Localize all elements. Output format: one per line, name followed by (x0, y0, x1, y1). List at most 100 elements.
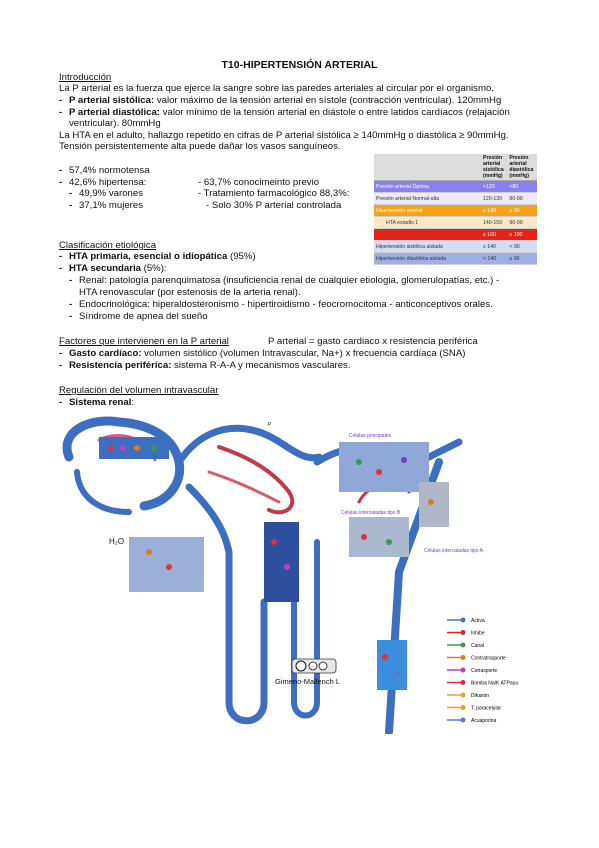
resistencia-item: -Resistencia periférica: sistema R-A-A y… (59, 360, 351, 371)
proximal-cell-detail (129, 537, 204, 592)
formula: P arterial = gasto cardiaco x resistenci… (268, 336, 478, 347)
table-cell: ≥ 140 (481, 240, 508, 253)
henle-cell (264, 522, 299, 602)
gasto-cardiaco-item: -Gasto cardíaco: volumen sistólico (volu… (59, 348, 466, 359)
legend-marker (460, 642, 466, 648)
table-cell: Presión arterial Óptima (374, 180, 481, 193)
legend-item: Cotrasporte (447, 667, 497, 674)
table-cell: ≥ 160 (481, 228, 508, 241)
table-cell: ≥ 100 (507, 228, 537, 241)
table-cell: <80 (507, 180, 537, 193)
legend-label: Contratrasporte (471, 656, 506, 662)
diastolica-text-cont: ventricular). 80mmHg (69, 118, 161, 129)
legend-marker (460, 705, 466, 710)
stat-normotensa: -57,4% normotensa (59, 165, 150, 176)
factores-heading: Factores que intervienen en la P arteria… (59, 336, 229, 347)
intro-line: La P arterial es la fuerza que ejerce la… (59, 83, 494, 94)
stat-varones: -49,9% varones (69, 188, 143, 199)
table-cell: Hipertensión diastólica aislada (374, 252, 481, 265)
legend-label: Inhibe (471, 631, 485, 637)
stat-conocimiento: - 63,7% conocimeinto previo (198, 177, 320, 188)
hta-secundaria-item: -HTA secundaria (5%): (59, 263, 167, 274)
bp-classification-table: Presión arterial sistólica (mmHg) Presió… (374, 154, 537, 265)
legend-marker (460, 667, 466, 673)
h2o-label: H₂O (109, 537, 124, 546)
table-cell: ≥ 140 (481, 204, 508, 217)
hta-primaria-item: -HTA primaria, esencial o idiopática (95… (59, 251, 256, 262)
diagram-legend: ActivaInhibeCanalContratrasporteCotraspo… (447, 617, 518, 724)
sahs-item: -Síndrome de apnea del sueño (69, 311, 208, 322)
legend-marker (460, 630, 466, 635)
table-row: ≥ 160≥ 100 (374, 228, 537, 241)
bullet-dash: - (59, 107, 63, 118)
legend-item: Inhibe (447, 630, 485, 637)
sistolica-item: -P arterial sistólica: valor máximo de l… (59, 95, 501, 107)
stat-mujeres: -37,1% mujeres (69, 200, 143, 211)
table-cell: Presión arterial Normal-alta (374, 192, 481, 205)
legend-marker (460, 617, 466, 623)
endocrino-item: -Endocrinológica: hiperaldosteronismo - … (69, 299, 493, 310)
table-header-row: Presión arterial sistólica (mmHg) Presió… (374, 154, 537, 181)
table-row: Presión arterial Óptima<120<80 (374, 180, 537, 193)
clasificacion-heading: Clasificación etiológica (59, 240, 157, 251)
transporter-markers (108, 445, 434, 677)
celulas-principales-label: Células principales (349, 433, 391, 439)
sistolica-label: P arterial sistólica: (69, 95, 155, 106)
legend-item: Acuaporina (447, 717, 497, 724)
hta-damage: Tensión persistentemente alta puede daña… (59, 141, 341, 152)
diastolica-label: P arterial diastólica: (69, 107, 161, 118)
table-cell: < 140 (481, 252, 508, 265)
diastolica-item: -P arterial diastólica: valor mínimo de … (59, 107, 510, 119)
celulas-a-label: Células intercaladas tipo A (424, 548, 484, 554)
legend-label: Cotrasporte (471, 668, 497, 674)
regulacion-heading: Regulación del volumen intravascular (59, 385, 219, 396)
legend-label: Bomba Na/K ATPasa (471, 681, 518, 687)
legend-item: Activa (447, 617, 485, 624)
intercalated-a-cell (419, 482, 449, 527)
table-cell: <120 (481, 180, 508, 193)
stat-hipertensa: -42,6% hipertensa: (59, 177, 147, 188)
legend-marker (460, 717, 466, 723)
sistolica-text: valor máximo de la tensión arterial en s… (154, 95, 502, 106)
table-cell: 140-159 (481, 216, 508, 229)
bullet-dash: - (59, 95, 63, 106)
table-row: Hipertensión diastólica aislada< 140≥ 90 (374, 252, 537, 265)
table-cell: ≥ 90 (507, 204, 537, 217)
table-cell: 120-139 (481, 192, 508, 205)
legend-label: Acuaporina (471, 718, 497, 724)
intro-heading: Introducción (59, 72, 112, 83)
legend-item: Canal (447, 642, 484, 649)
celulas-b-label: Células intercaladas tipo B (341, 510, 401, 516)
principal-cell (339, 442, 429, 492)
table-cell: Hipertensión sistólica aislada (374, 240, 481, 253)
credit-label: Gimeno-Mallench L (275, 677, 340, 686)
legend-item: T. paracelular (447, 705, 501, 712)
legend-item: Difusión (447, 692, 489, 699)
hta-definition: La HTA en el adulto, hallazgo repetido e… (59, 130, 509, 141)
nephron-diagram: H₂O P Células principales Células interc… (62, 416, 518, 734)
legend-label: Activa (471, 618, 485, 624)
legend-item: Contratrasporte (447, 655, 506, 662)
table-header-cell: Presión arterial diastólica (mmHg) (507, 154, 537, 181)
page-title: T10-HIPERTENSIÓN ARTERIAL (221, 59, 378, 71)
legend-label: Difusión (471, 693, 489, 699)
table-cell: HTA estadio 1 (374, 216, 481, 229)
legend-marker (460, 692, 466, 698)
table-cell: Hipertensión arterial (374, 204, 481, 217)
renal-item-cont: HTA renovascular (por estenosis de la ar… (79, 287, 301, 298)
table-row: Hipertensión sistólica aislada≥ 140< 90 (374, 240, 537, 253)
table-cell: ≥ 90 (507, 252, 537, 265)
sistema-renal-item: -Sistema renal: (59, 397, 135, 408)
table-cell (374, 228, 481, 241)
legend-marker (460, 655, 466, 660)
legend-item: Bomba Na/K ATPasa (447, 680, 518, 687)
stat-tratamiento: - Tratamiento farmacológico 88,3%: (198, 188, 350, 199)
p-label: P (268, 422, 272, 428)
diastolica-text: valor mínimo de la tensión arterial en d… (160, 107, 510, 118)
legend-label: Canal (471, 643, 484, 649)
stat-controlada: - Solo 30% P arterial controlada (206, 200, 342, 211)
table-cell: 90-99 (507, 216, 537, 229)
legend-label: T. paracelular (471, 706, 501, 712)
